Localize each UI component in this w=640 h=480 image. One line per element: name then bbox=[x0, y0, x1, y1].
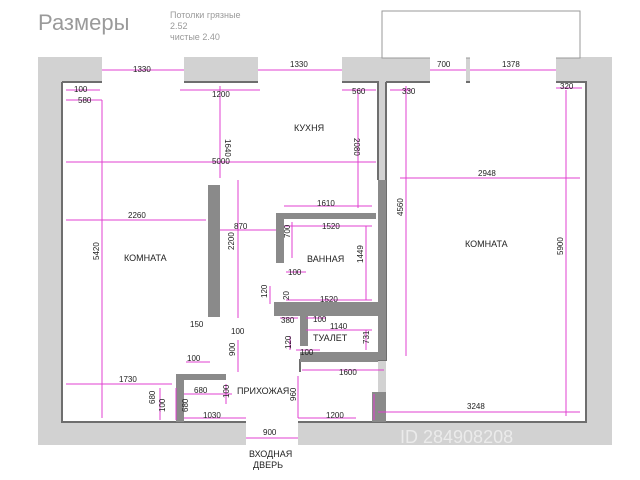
dim-5000: 5000 bbox=[212, 157, 230, 166]
dim-150: 150 bbox=[190, 320, 204, 329]
dim-1520a: 1520 bbox=[322, 222, 340, 231]
dim-2948: 2948 bbox=[478, 169, 496, 178]
central-wall bbox=[378, 180, 386, 360]
dim-1330b: 1330 bbox=[290, 60, 308, 69]
dim-2200: 2200 bbox=[227, 232, 236, 250]
dimension-lines bbox=[66, 69, 582, 439]
dim-1378: 1378 bbox=[502, 60, 520, 69]
right-bottom-wall bbox=[372, 392, 386, 422]
bath-left-wall bbox=[276, 213, 284, 263]
entrance-label-2: ДВЕРЬ bbox=[253, 460, 283, 470]
dim-900b: 900 bbox=[263, 428, 277, 437]
dim-731: 731 bbox=[362, 330, 371, 344]
dim-5420: 5420 bbox=[92, 242, 101, 260]
ceiling-clean: чистые 2.40 bbox=[170, 32, 220, 42]
dim-120b: 120 bbox=[284, 335, 293, 349]
dim-700: 700 bbox=[437, 60, 451, 69]
dim-870: 870 bbox=[234, 222, 248, 231]
bath-bottom-wall bbox=[274, 302, 378, 316]
dim-4560: 4560 bbox=[396, 198, 405, 216]
dim-100g: 100 bbox=[158, 398, 167, 412]
dim-120a: 120 bbox=[260, 284, 269, 298]
room-label-toilet: ТУАЛЕТ bbox=[313, 333, 348, 343]
dim-1449: 1449 bbox=[356, 245, 365, 263]
room-label-room-left: КОМНАТА bbox=[124, 253, 167, 263]
dim-680b: 680 bbox=[148, 390, 157, 404]
dim-100c: 100 bbox=[313, 315, 327, 324]
dim-580: 580 bbox=[78, 96, 92, 105]
dim-900a: 900 bbox=[228, 342, 237, 356]
dim-960: 960 bbox=[289, 387, 298, 401]
dim-1640: 1640 bbox=[223, 139, 232, 157]
room-label-kitchen: КУХНЯ bbox=[294, 123, 324, 133]
bath-top-wall bbox=[276, 213, 376, 219]
right-floor bbox=[386, 82, 586, 422]
hall-left-wall bbox=[176, 374, 184, 422]
dim-100e: 100 bbox=[300, 348, 314, 357]
entrance-gap bbox=[246, 420, 298, 446]
dim-320: 320 bbox=[560, 82, 574, 91]
dim-1330a: 1330 bbox=[133, 65, 151, 74]
dim-1140: 1140 bbox=[330, 322, 348, 331]
dim-700b: 700 bbox=[283, 224, 292, 238]
dim-3248: 3248 bbox=[467, 402, 485, 411]
dim-5900: 5900 bbox=[556, 237, 565, 255]
dim-20: 20 bbox=[282, 291, 291, 300]
ceiling-dirty-value: 2.52 bbox=[170, 21, 188, 31]
dim-330: 330 bbox=[402, 87, 416, 96]
ceiling-dirty: Потолки грязные bbox=[170, 10, 240, 20]
dim-1600: 1600 bbox=[339, 368, 357, 377]
dim-100b: 100 bbox=[288, 268, 302, 277]
partition-left bbox=[208, 185, 220, 317]
room-label-bathroom: ВАННАЯ bbox=[307, 254, 344, 264]
dim-1610: 1610 bbox=[317, 199, 335, 208]
title: Размеры bbox=[38, 10, 129, 35]
watermark: ID 284908208 bbox=[400, 427, 513, 447]
dim-680c: 680 bbox=[181, 398, 190, 412]
dim-1200b: 1200 bbox=[326, 411, 344, 420]
toilet-left-wall bbox=[300, 316, 308, 346]
dim-680a: 680 bbox=[194, 386, 208, 395]
dim-380: 380 bbox=[281, 316, 295, 325]
dim-100a: 100 bbox=[74, 85, 88, 94]
dim-1730: 1730 bbox=[119, 375, 137, 384]
dim-100f: 100 bbox=[187, 354, 201, 363]
dim-1520b: 1520 bbox=[320, 295, 338, 304]
partitions bbox=[176, 180, 386, 422]
dim-1200a: 1200 bbox=[212, 90, 230, 99]
toilet-bottom-wall bbox=[300, 352, 378, 362]
dim-100d: 100 bbox=[231, 327, 245, 336]
dim-2260: 2260 bbox=[128, 211, 146, 220]
dim-2080: 2080 bbox=[352, 138, 361, 156]
dim-100-hall: 100 bbox=[222, 384, 231, 398]
balcony bbox=[381, 10, 581, 59]
entrance-label-1: ВХОДНАЯ bbox=[249, 449, 292, 459]
hall-top-wall bbox=[176, 374, 226, 380]
room-label-room-right: КОМНАТА bbox=[465, 239, 508, 249]
dim-1030: 1030 bbox=[203, 411, 221, 420]
room-label-hall: ПРИХОЖАЯ bbox=[237, 386, 289, 396]
dim-560: 560 bbox=[352, 87, 366, 96]
